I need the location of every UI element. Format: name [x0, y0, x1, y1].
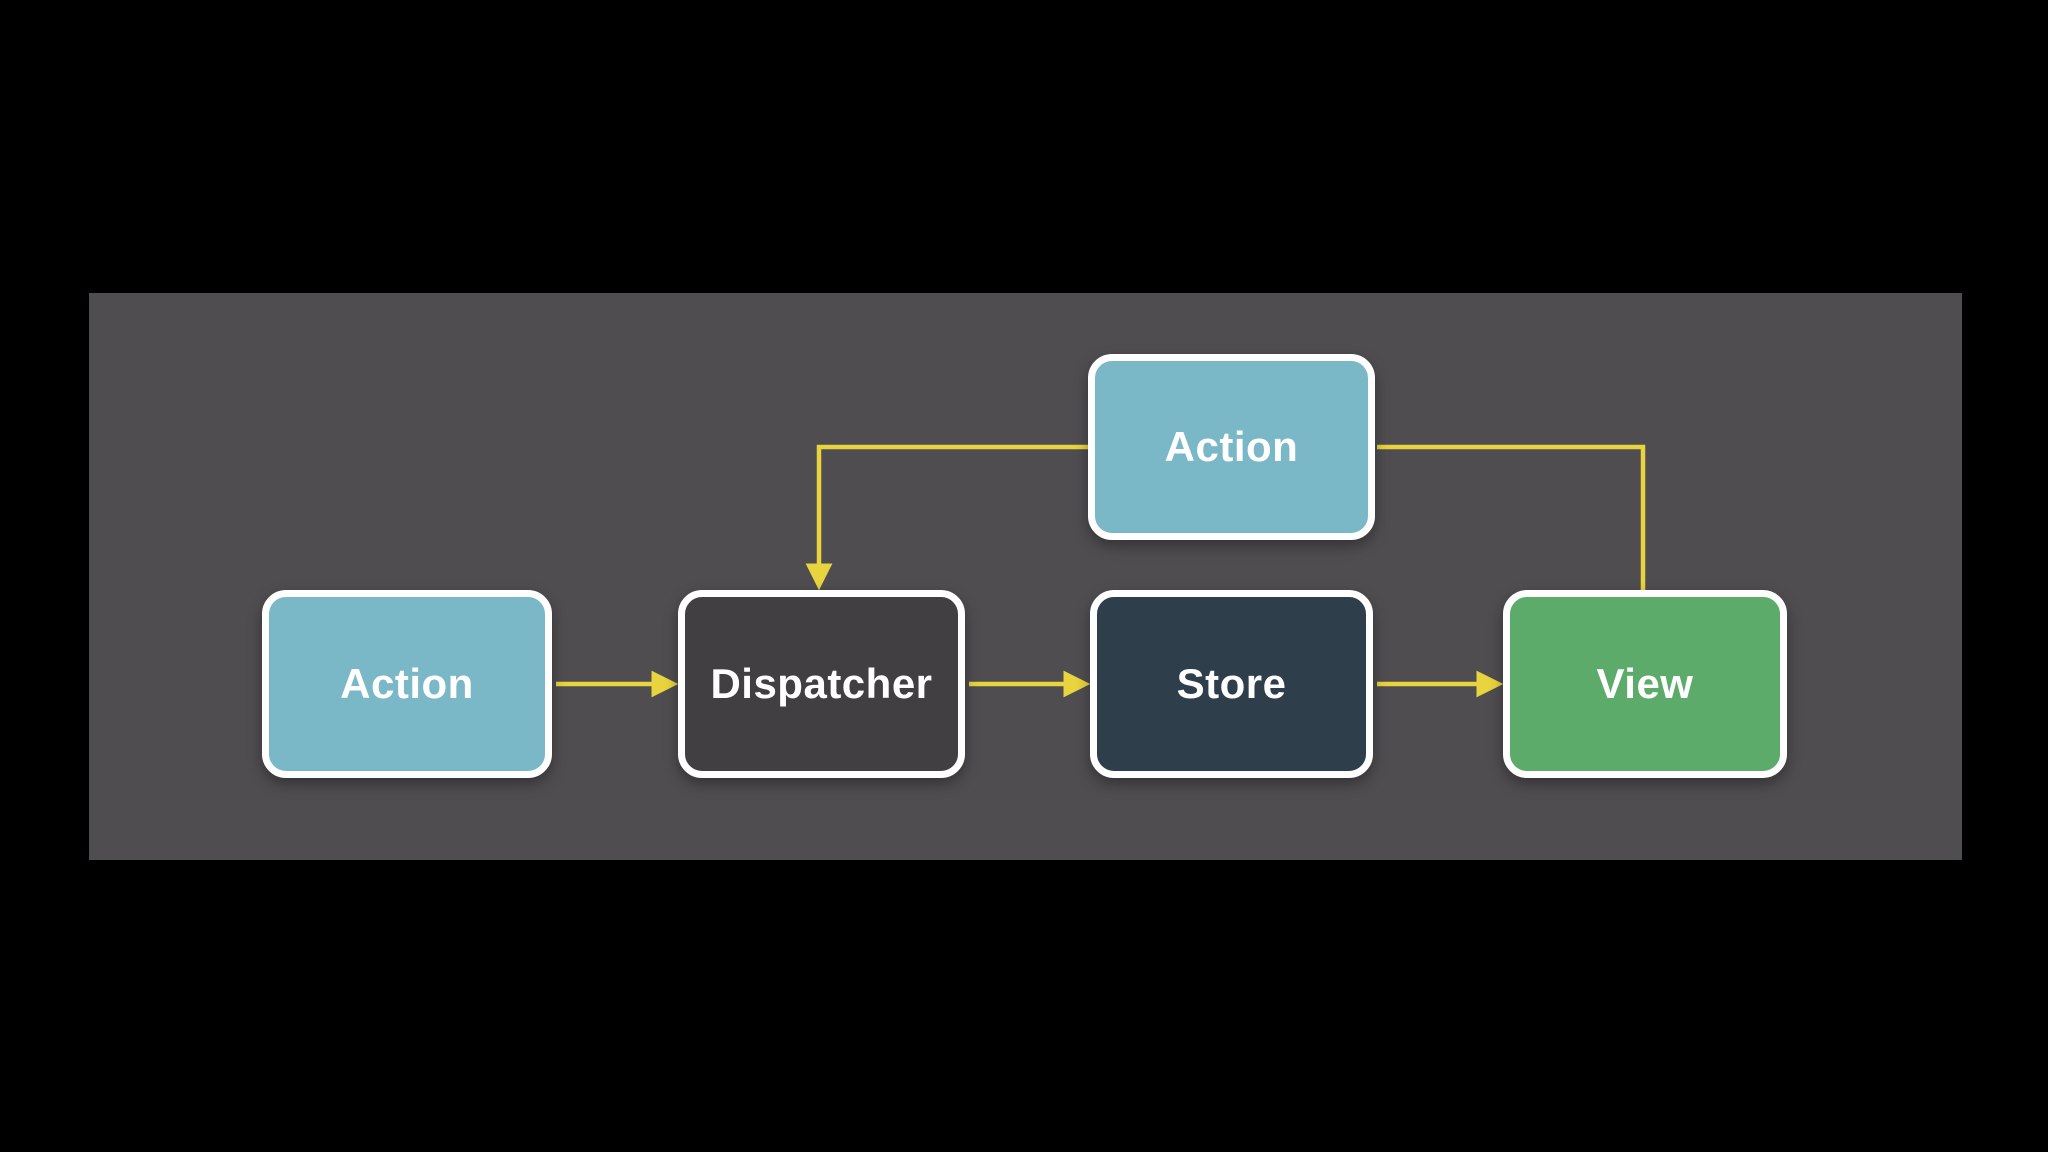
node-store: Store: [1090, 590, 1373, 778]
node-view: View: [1503, 590, 1787, 778]
node-action-top: Action: [1088, 354, 1375, 540]
node-action-top-label: Action: [1164, 423, 1299, 470]
node-store-label: Store: [1176, 660, 1287, 707]
node-dispatcher: Dispatcher: [678, 590, 965, 778]
node-view-label: View: [1596, 660, 1694, 707]
node-action-left-label: Action: [340, 660, 474, 707]
node-dispatcher-label: Dispatcher: [710, 660, 933, 707]
node-action-left: Action: [262, 590, 552, 778]
